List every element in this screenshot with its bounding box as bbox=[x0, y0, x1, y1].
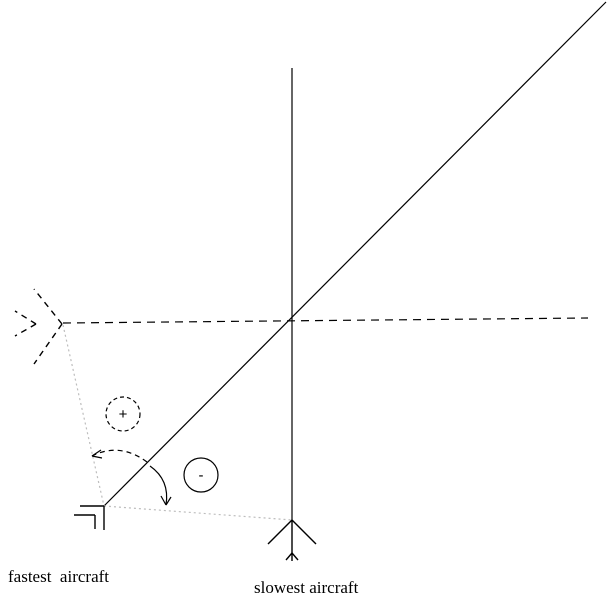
dotted-connector-fastest-to-alt bbox=[62, 324, 105, 507]
negative-turn-arrow bbox=[149, 465, 172, 506]
slowest-aircraft-label: slowest aircraft bbox=[254, 578, 359, 597]
alternative-trajectory-dashed bbox=[62, 317, 589, 324]
minus-sign: - bbox=[199, 467, 204, 484]
dotted-connector-fastest-to-slowest bbox=[103, 505, 293, 521]
minus-circle-icon: - bbox=[183, 457, 219, 493]
fastest-aircraft-icon bbox=[74, 505, 105, 530]
plus-circle-icon: + bbox=[105, 396, 141, 432]
slowest-aircraft-icon bbox=[267, 519, 317, 561]
positive-turn-arrow-dashed bbox=[91, 449, 148, 463]
fastest-aircraft-trajectory bbox=[103, 1, 607, 507]
plus-sign: + bbox=[119, 406, 128, 423]
alternative-aircraft-icon-dashed bbox=[14, 288, 63, 365]
fastest-aircraft-label: fastest aircraft bbox=[8, 567, 109, 586]
